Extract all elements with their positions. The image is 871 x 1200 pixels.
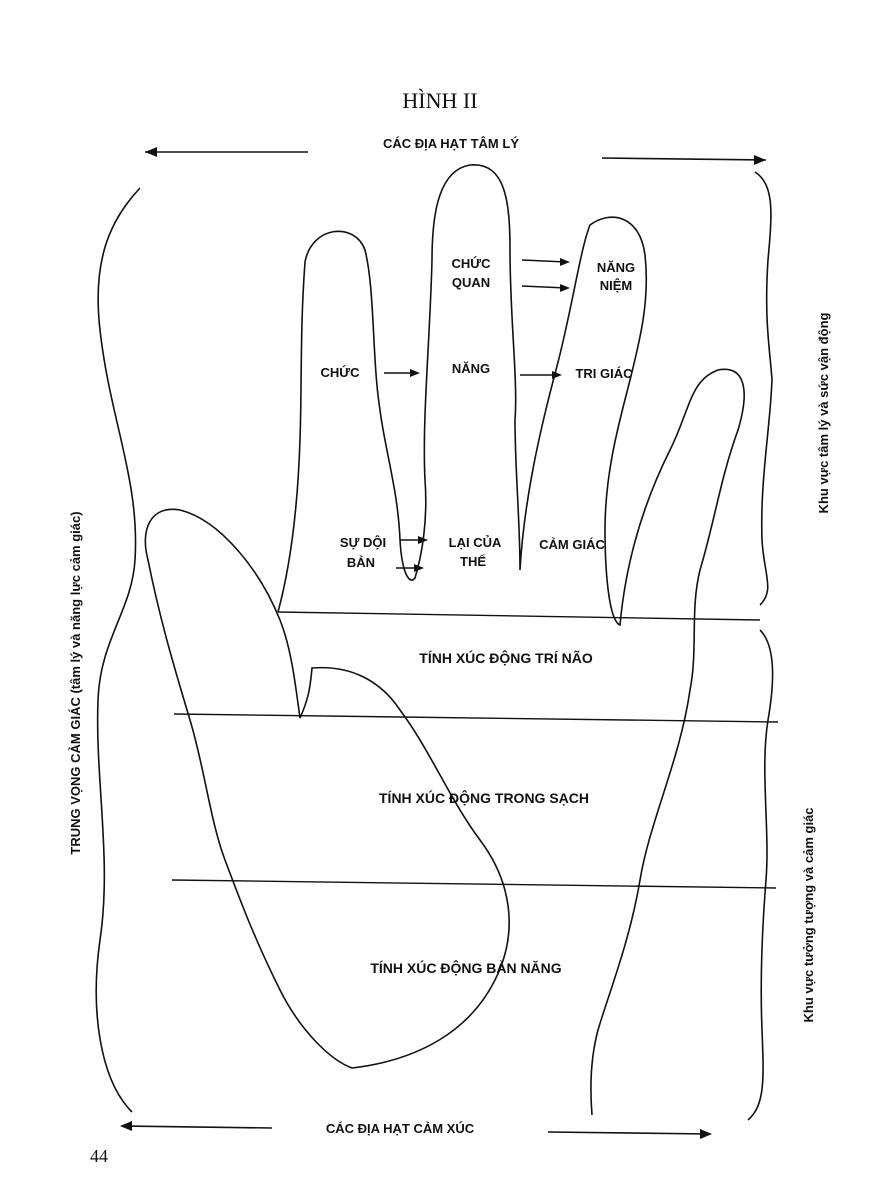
label-chuc-quan-line2: QUAN — [452, 275, 490, 290]
arrowhead-nang-to-tri-giac — [552, 371, 562, 379]
top-right-arrow — [601, 157, 767, 161]
label-chuc-quan-line1: CHỨC — [452, 256, 492, 271]
figure-title: HÌNH II — [402, 88, 477, 113]
top-left-arrowhead — [145, 147, 157, 157]
band-label-ban-nang: TÍNH XÚC ĐỘNG BẢN NĂNG — [370, 959, 561, 976]
label-su-doi-line1: SỰ DỘI — [340, 535, 386, 550]
label-tri-giac: TRI GIÁC — [575, 366, 633, 381]
left-bracket — [95, 187, 141, 1113]
band-line-1 — [277, 611, 761, 621]
label-cam-giac: CẢM GIÁC — [539, 537, 605, 552]
band-line-3 — [171, 879, 777, 889]
arrow-chuc-nang-2 — [521, 285, 567, 289]
bottom-right-arrow — [547, 1131, 711, 1135]
right-bottom-vertical-label: Khu vực tưởng tượng và cảm giác — [801, 807, 816, 1022]
band-label-tri-nao: TÍNH XÚC ĐỘNG TRÍ NÃO — [419, 649, 593, 666]
label-chuc: CHỨC — [321, 365, 361, 380]
bottom-left-arrowhead — [120, 1121, 132, 1131]
bottom-right-arrowhead — [700, 1129, 712, 1139]
top-right-arrowhead — [754, 155, 766, 165]
band-label-trong-sach: TÍNH XÚC ĐỘNG TRONG SẠCH — [379, 789, 589, 806]
label-nang-niem-line2: NIỆM — [600, 278, 633, 293]
label-lai-cua-line1: LẠI CỦA — [449, 535, 502, 550]
right-lower-bracket — [747, 629, 774, 1121]
label-lai-cua-line2: THỂ — [460, 554, 486, 569]
thumb-outline — [144, 508, 510, 1069]
page-number: 44 — [90, 1146, 108, 1166]
right-upper-bracket — [754, 171, 773, 606]
bottom-left-arrow — [121, 1125, 273, 1129]
left-vertical-label: TRUNG VỌNG CẢM GIÁC (tâm lý và năng lực … — [68, 511, 83, 854]
right-top-vertical-label: Khu vực tâm lý và sức vận động — [816, 313, 831, 514]
arrowhead-chuc-nang-2 — [560, 284, 570, 292]
arrowhead-su-doi-2 — [414, 564, 424, 572]
arrowhead-chuc-to-nang — [410, 369, 420, 377]
little-finger-outline — [277, 164, 745, 1116]
top-label: CÁC ĐỊA HẠT TÂM LÝ — [383, 136, 519, 151]
label-su-doi-line2: BẢN — [347, 555, 375, 570]
label-nang: NĂNG — [452, 361, 490, 376]
bottom-label: CÁC ĐỊA HẠT CẢM XÚC — [326, 1121, 475, 1136]
arrowhead-chuc-nang-1 — [560, 258, 570, 266]
label-nang-niem-line1: NĂNG — [597, 260, 635, 275]
arrowhead-su-doi-1 — [418, 536, 428, 544]
band-line-2 — [173, 713, 779, 723]
arrow-chuc-nang-1 — [521, 259, 567, 263]
